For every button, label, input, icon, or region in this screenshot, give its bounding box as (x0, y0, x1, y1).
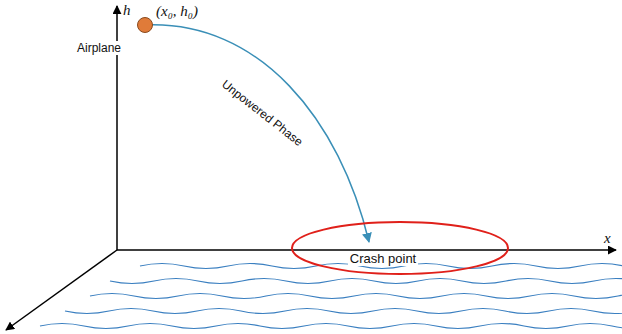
ellipse-outline (290, 220, 510, 276)
wave-line (110, 279, 622, 284)
axis-label: h (123, 2, 131, 19)
wave-line (90, 294, 622, 299)
airplane-dot (138, 18, 153, 33)
phase-label: Unpowered Phase (219, 77, 305, 149)
wave-line (65, 309, 622, 314)
wave-line (40, 324, 622, 329)
crash-region-ellipse: Crash point (290, 220, 510, 276)
airplane-label: Airplane (76, 41, 122, 55)
depth-axis (6, 250, 117, 330)
crash-point-label: Crash point (348, 252, 418, 267)
water-waves (40, 264, 622, 329)
trajectory-curve (145, 25, 369, 242)
x-axis (117, 249, 616, 251)
axis-label: x (604, 230, 611, 247)
coordinate-label: (x₀, h₀) (156, 3, 198, 20)
